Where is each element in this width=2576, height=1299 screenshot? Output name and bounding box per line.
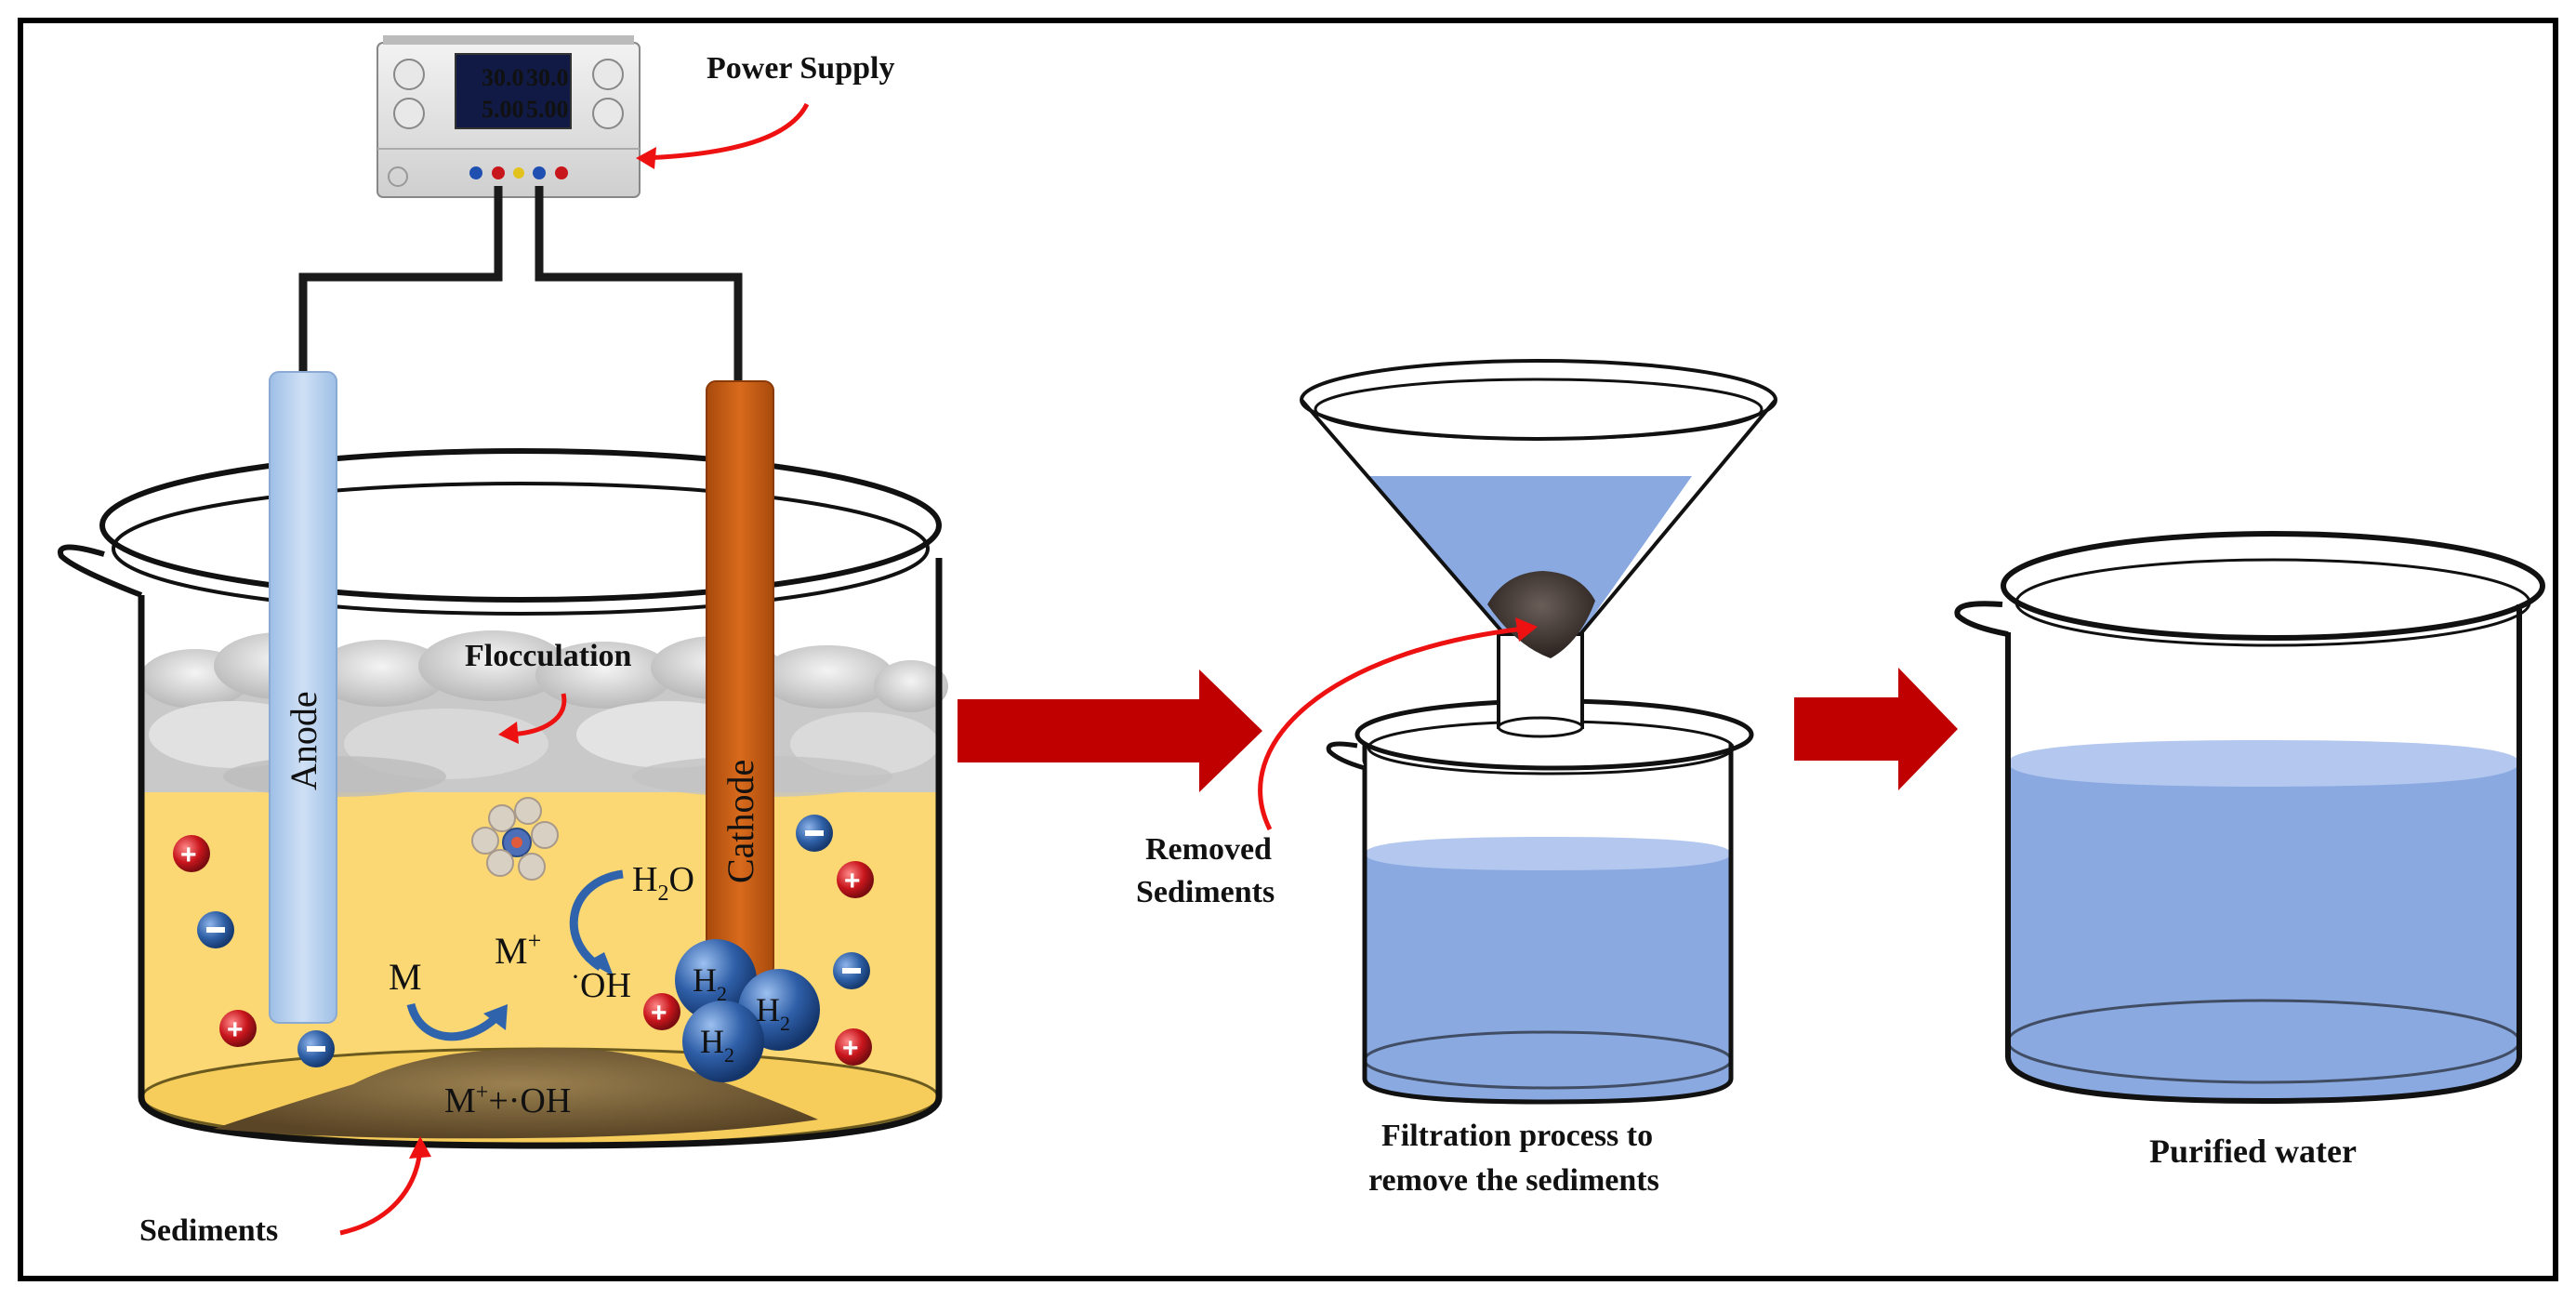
- knob-icon: [393, 98, 425, 129]
- arrowhead-icon: [588, 952, 614, 976]
- cation-icon: +: [219, 1010, 257, 1047]
- power-supply-pointer: [642, 102, 810, 161]
- electrocoagulation-beaker: [58, 448, 948, 1149]
- terminal-icon: [555, 166, 568, 179]
- display-current-2: 5.00: [526, 96, 569, 123]
- sediment-formula: M++·OH: [444, 1080, 571, 1120]
- knob-icon: [592, 98, 624, 129]
- svg-text:+: +: [651, 998, 667, 1028]
- removed-sediments-pointer: [1258, 626, 1526, 831]
- display-voltage-1: 30.0: [482, 64, 524, 91]
- cathode-electrode: Cathode: [706, 380, 774, 977]
- purified-beaker-rim: [2001, 531, 2545, 641]
- hydrogen-bubbles: H2 H2 H2: [675, 939, 820, 1082]
- knob-icon: [592, 59, 624, 90]
- process-arrow-1: [958, 669, 1262, 792]
- svg-text:+: +: [844, 866, 861, 896]
- anode-label: Anode: [283, 691, 324, 790]
- sediments-label: Sediments: [139, 1213, 278, 1248]
- sediment-pile: [214, 1047, 818, 1139]
- cation-icon: +: [643, 993, 680, 1030]
- outer-frame: [18, 18, 2558, 1281]
- terminal-icon: [469, 166, 482, 179]
- sediments-pointer: [339, 1148, 423, 1236]
- removed-sediments-label-line2: Sediments: [1136, 875, 1275, 909]
- metal-ion-label: M+: [495, 927, 541, 972]
- display-current-1: 5.00: [482, 96, 524, 123]
- oxidation-arrow: [406, 1002, 502, 1041]
- anion-icon: [833, 952, 870, 989]
- anode-wire: [298, 186, 503, 374]
- power-supply: 30.0 30.0 5.00 5.00: [376, 35, 641, 198]
- ions: + + + + +: [173, 815, 874, 1067]
- beaker-outline: [138, 558, 943, 1149]
- anion-icon: [297, 1030, 335, 1067]
- hydrolysis-arrow: [569, 869, 624, 971]
- h2-label: H2: [693, 961, 727, 1005]
- pollutant-molecule: [471, 797, 559, 881]
- anion-icon: [796, 815, 833, 852]
- terminal-icon: [492, 166, 505, 179]
- beaker-rim: [99, 448, 942, 603]
- display-voltage-2: 30.0: [526, 64, 569, 91]
- pointer-arrowhead-icon: [498, 722, 519, 744]
- cation-icon: +: [837, 861, 874, 898]
- filtrate-water: [1365, 837, 1731, 870]
- beaker-spout: [58, 544, 143, 598]
- svg-text:+: +: [227, 1014, 244, 1045]
- anion-icon: [197, 911, 234, 948]
- h2-label: H2: [700, 1023, 734, 1067]
- cation-icon: +: [173, 835, 210, 872]
- purified-water: [2008, 740, 2519, 787]
- filtrate-beaker: [1326, 698, 1754, 1105]
- knob-icon: [393, 59, 425, 90]
- pointer-arrowhead-icon: [409, 1136, 431, 1159]
- svg-text:+: +: [180, 840, 197, 870]
- svg-text:+: +: [842, 1033, 859, 1064]
- metal-label: M: [389, 956, 422, 998]
- pointer-arrowhead-icon: [1515, 617, 1538, 642]
- purified-beaker-spout: [1954, 601, 2009, 637]
- h2-label: H2: [756, 991, 790, 1035]
- filter-funnel: [1300, 359, 1777, 738]
- flocculation-pointer: [509, 693, 567, 737]
- terminal-icon: [513, 167, 524, 179]
- purified-water-beaker: [1954, 531, 2545, 1105]
- purified-water-label: Purified water: [2149, 1133, 2357, 1170]
- cation-icon: +: [835, 1028, 872, 1066]
- arrowhead-icon: [483, 1004, 508, 1030]
- power-supply-display: [455, 53, 572, 129]
- pointer-arrowhead-icon: [636, 147, 656, 169]
- anode-electrode: Anode: [269, 371, 337, 1024]
- flocculation-label: Flocculation: [465, 639, 632, 673]
- removed-sediments-label-line1: Removed: [1145, 832, 1272, 867]
- process-arrow-2: [1794, 668, 1958, 790]
- terminal-icon: [533, 166, 546, 179]
- water-label: H2O: [632, 860, 694, 906]
- cathode-label: Cathode: [720, 760, 761, 883]
- filtration-caption-line2: remove the sediments: [1368, 1163, 1659, 1198]
- hydroxyl-label: ·OH: [571, 961, 631, 1005]
- power-supply-label: Power Supply: [707, 51, 894, 86]
- removed-sediment-cake: [1487, 571, 1595, 658]
- filtration-caption-line1: Filtration process to: [1381, 1119, 1653, 1153]
- cathode-wire: [535, 186, 743, 383]
